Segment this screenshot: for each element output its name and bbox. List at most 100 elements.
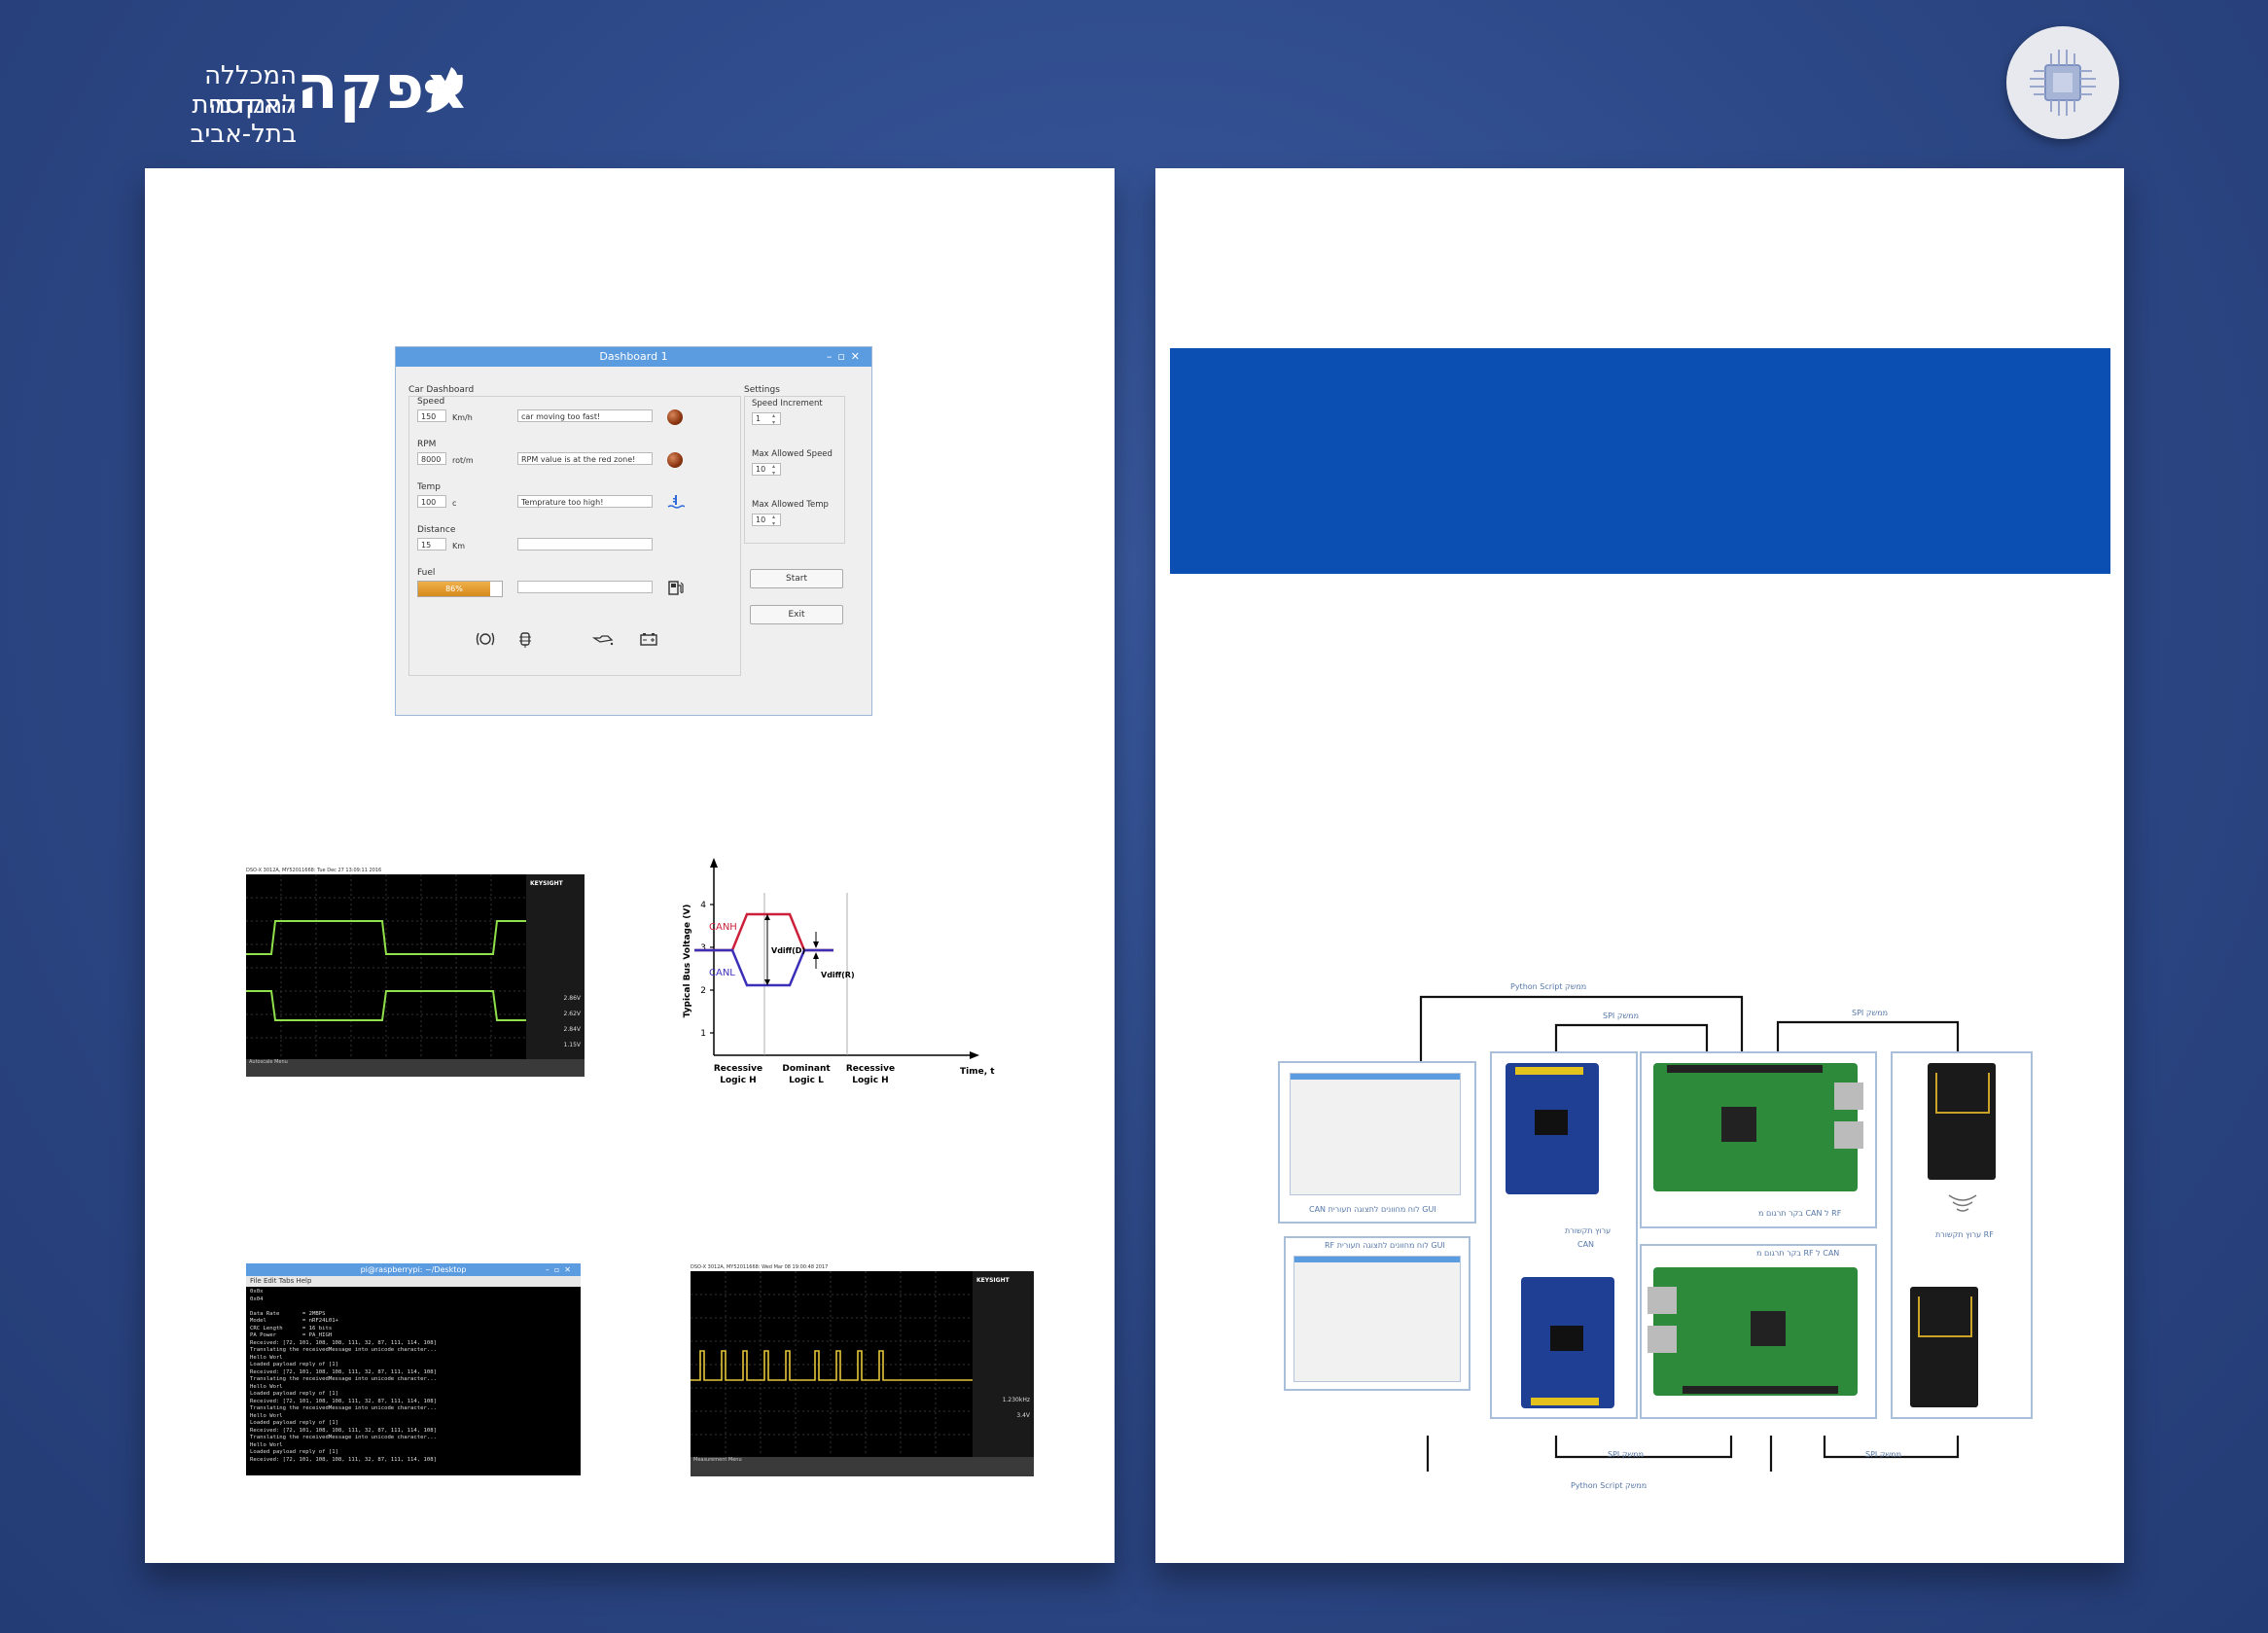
logo-line-1: המכללה האקדמית — [192, 61, 297, 120]
terminal-title: pi@raspberrypi: ~/Desktop — [360, 1265, 467, 1274]
scope2-footer: Measurement Menu — [691, 1457, 1034, 1476]
scope1-readout: 2.86V — [563, 995, 581, 1002]
maximize-icon[interactable]: ▫ — [553, 1265, 565, 1274]
distance-unit: Km — [452, 542, 466, 550]
vdiff-r-label: Vdiff(R) — [821, 971, 855, 979]
y-tick: 1 — [700, 1029, 706, 1039]
start-button[interactable]: Start — [750, 569, 843, 588]
nrf24-module-bottom — [1910, 1287, 1978, 1407]
speed-increment-spinbox[interactable]: 1 — [752, 412, 781, 426]
rpm-field[interactable]: 8000 — [417, 452, 446, 465]
rf-gui-box: RF לוח מחוונים לתצוגה תעורית GUI — [1284, 1236, 1471, 1391]
maximize-icon[interactable]: ▫ — [837, 350, 851, 363]
engine-glow-plug-icon — [519, 632, 531, 648]
terminal-output: 0x0x 0x04 Data Rate = 2MBPS Model = nRF2… — [250, 1289, 437, 1463]
max-speed-label: Max Allowed Speed — [752, 449, 833, 459]
fuel-label: Fuel — [417, 568, 436, 578]
python-top-label: Python Script ממשק — [1510, 982, 1587, 991]
controller-can-to-rf-label: בקר תרגום מ CAN ל RF — [1758, 1209, 1842, 1218]
terminal-titlebar: pi@raspberrypi: ~/Desktop –▫✕ — [246, 1263, 581, 1276]
exit-button[interactable]: Exit — [750, 605, 843, 624]
rpm-label: RPM — [417, 440, 437, 449]
speed-message: car moving too fast! — [517, 409, 653, 422]
rpm-unit: rot/m — [452, 456, 474, 465]
window-titlebar: Dashboard 1 –▫✕ — [396, 347, 871, 367]
region-label: Logic H — [852, 1076, 888, 1085]
scope1-waveform — [246, 874, 526, 1059]
spi-label-1: SPI ממשק — [1603, 1012, 1640, 1020]
canl-series-line — [694, 948, 833, 987]
terminal-menubar[interactable]: File Edit Tabs Help — [246, 1276, 581, 1287]
scope1-readouts: 2.86V 2.62V 2.84V 1.15V — [564, 991, 581, 1053]
scope2-menu: Measurement Menu — [693, 1457, 742, 1463]
scope2-readout: 3.4V — [1016, 1412, 1030, 1419]
temp-unit: c — [452, 499, 457, 508]
max-speed-spinbox[interactable]: 10 — [752, 463, 781, 477]
distance-field[interactable]: 15 — [417, 538, 446, 550]
can-transceiver-module-bottom — [1521, 1277, 1614, 1408]
speed-field[interactable]: 150 — [417, 409, 446, 422]
fuel-pump-icon — [668, 581, 684, 595]
can-channel-label: ערוץ תקשורת — [1565, 1226, 1612, 1235]
raspberry-pi-board-top — [1653, 1063, 1863, 1191]
close-icon[interactable]: ✕ — [564, 1265, 576, 1274]
distance-label: Distance — [417, 525, 456, 535]
chip-badge — [2006, 26, 2119, 139]
right-panel: Python Script ממשק SPI ממשק SPI ממשק CAN… — [1155, 168, 2124, 1563]
car-dashboard-group — [408, 396, 741, 676]
speed-warning-lamp-icon — [667, 409, 683, 425]
speed-increment-label: Speed Increment — [752, 399, 823, 408]
oil-pressure-icon — [592, 635, 614, 646]
region-label: Dominant — [782, 1064, 831, 1074]
region-label: Logic L — [789, 1076, 824, 1085]
vdiff-d-label: Vdiff(D) — [771, 946, 805, 955]
nrf24-module-top — [1928, 1063, 1996, 1180]
connection-lines — [1419, 995, 1960, 1472]
rf-gui-label: RF לוח מחוונים לתצוגה תעורית GUI — [1325, 1241, 1445, 1250]
speed-unit: Km/h — [452, 413, 473, 422]
controller-rf-to-can-box: בקר תרגום מ RF ל CAN — [1640, 1244, 1877, 1419]
raspberry-pi-board-bottom — [1648, 1267, 1858, 1396]
controller-can-to-rf-box: בקר תרגום מ CAN ל RF — [1640, 1051, 1877, 1228]
y-axis-label: Typical Bus Voltage (V) — [683, 905, 692, 1018]
region-label: Recessive — [714, 1064, 762, 1074]
scope1-brand: KEYSIGHT — [530, 880, 563, 887]
close-icon[interactable]: ✕ — [850, 350, 866, 363]
max-temp-label: Max Allowed Temp — [752, 500, 829, 510]
canl-label: CANL — [709, 968, 735, 978]
scope2-waveform — [691, 1271, 973, 1454]
terminal-window-controls: –▫✕ — [546, 1263, 576, 1276]
temp-field[interactable]: 100 — [417, 495, 446, 508]
scope1-readout: 2.62V — [563, 1011, 581, 1017]
rf-channel-box: ערוץ תקשורת RF — [1891, 1051, 2033, 1419]
spi-label-2: SPI ממשק — [1852, 1009, 1889, 1017]
can-word-label: CAN — [1577, 1240, 1595, 1249]
minimize-icon[interactable]: – — [826, 350, 838, 363]
oscilloscope-screenshot-2: DSO-X 3012A, MY52011668: Wed Mar 08 19:0… — [691, 1263, 1034, 1476]
fuel-message — [517, 581, 653, 593]
temp-label: Temp — [417, 482, 441, 492]
scope2-brand: KEYSIGHT — [976, 1277, 1010, 1284]
region-label: Recessive — [846, 1064, 895, 1074]
temp-message: Temprature too high! — [517, 495, 653, 508]
settings-group — [744, 396, 845, 544]
y-tick: 2 — [700, 986, 706, 996]
scope2-readout: 1.230kHz — [1002, 1397, 1030, 1403]
can-bus-voltage-chart: 1 2 3 4 Typical Bus Voltage (V) Time, t … — [683, 858, 995, 1085]
logo-line-2: להנדסה בתל-אביב — [190, 90, 297, 149]
logo-wordmark: אפקה — [297, 52, 471, 123]
afeka-logo: המכללה האקדמית להנדסה בתל-אביב אפקה — [141, 53, 469, 150]
rpm-message: RPM value is at the red zone! — [517, 452, 653, 465]
rf-gui-thumbnail — [1293, 1256, 1461, 1382]
fuel-progress-bar: 86% — [417, 581, 503, 597]
rpm-warning-lamp-icon — [667, 452, 683, 468]
left-panel: Dashboard 1 –▫✕ Car Dashboard Speed 150 … — [145, 168, 1115, 1563]
chip-icon — [2030, 50, 2096, 116]
dashboard-window: Dashboard 1 –▫✕ Car Dashboard Speed 150 … — [395, 346, 872, 716]
terminal-window: pi@raspberrypi: ~/Desktop –▫✕ File Edit … — [246, 1263, 581, 1475]
can-gui-box: CAN לוח מחוונים לתצוגה תעורית GUI — [1278, 1061, 1476, 1224]
max-temp-spinbox[interactable]: 10 — [752, 514, 781, 527]
speed-label: Speed — [417, 397, 445, 407]
scope2-header: DSO-X 3012A, MY52011668: Wed Mar 08 19:0… — [691, 1263, 1034, 1271]
minimize-icon[interactable]: – — [545, 1265, 554, 1274]
